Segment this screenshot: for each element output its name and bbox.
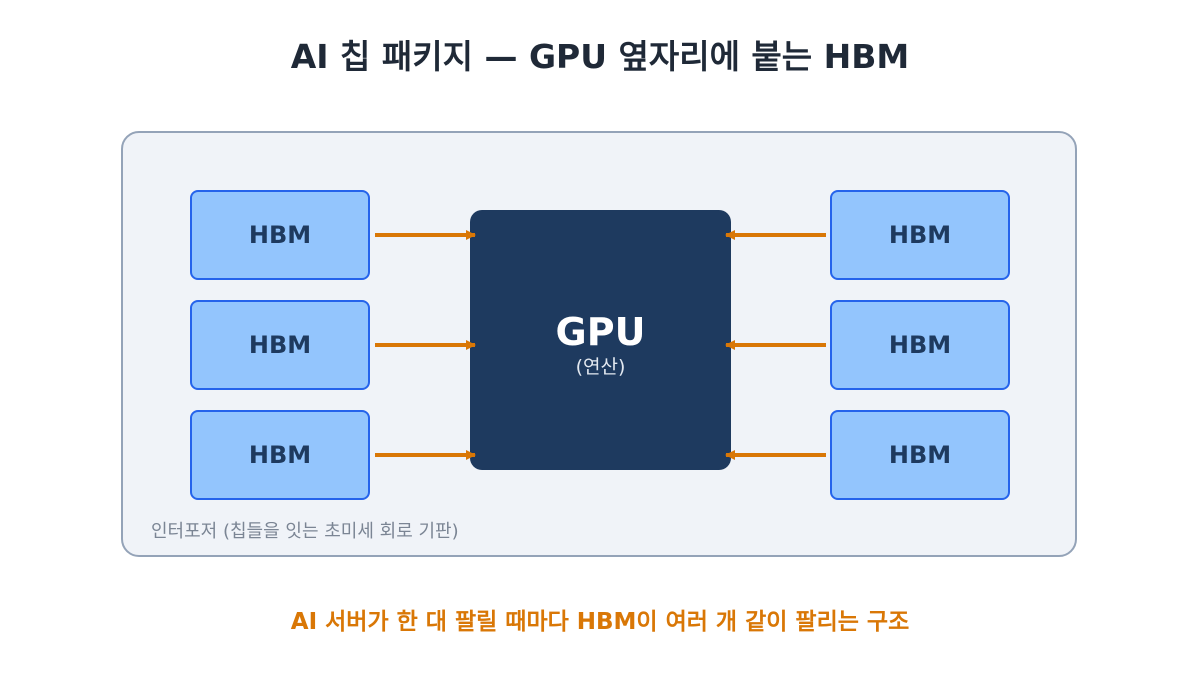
gpu-name: GPU (555, 310, 646, 354)
hbm-right-2: HBM (830, 300, 1010, 390)
interposer-label: 인터포저 (칩들을 잇는 초미세 회로 기판) (151, 521, 459, 542)
hbm-left-1: HBM (190, 190, 370, 280)
hbm-right-3: HBM (830, 410, 1010, 500)
diagram-caption: AI 서버가 한 대 팔릴 때마다 HBM이 여러 개 같이 팔리는 구조 (290, 609, 910, 635)
hbm-left-3: HBM (190, 410, 370, 500)
diagram-title: AI 칩 패키지 — GPU 옆자리에 붙는 HBM (290, 37, 910, 76)
hbm-left-2: HBM (190, 300, 370, 390)
hbm-right-1: HBM (830, 190, 1010, 280)
gpu-chip: GPU (연산) (470, 210, 731, 470)
gpu-subtitle: (연산) (575, 356, 626, 378)
